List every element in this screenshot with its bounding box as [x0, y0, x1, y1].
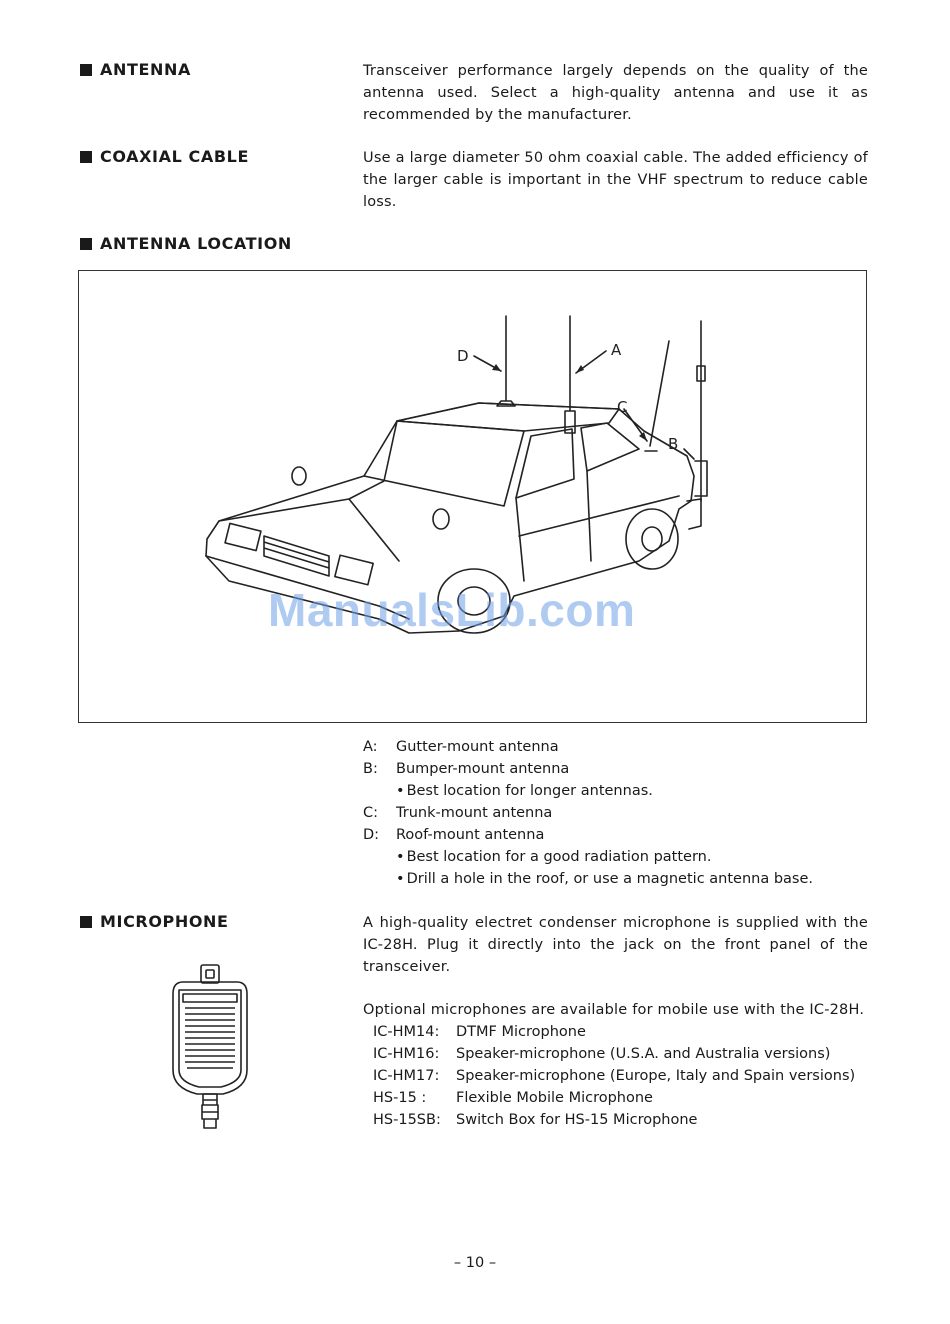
car-body: [205, 402, 695, 634]
legend-row: B: Bumper-mount antenna: [363, 758, 813, 780]
list-item: HS-15 : Flexible Mobile Microphone: [373, 1087, 855, 1109]
mic-ptt-bar: [182, 993, 238, 1003]
mic-description: Switch Box for HS-15 Microphone: [456, 1112, 698, 1128]
mic-description: DTMF Microphone: [456, 1024, 586, 1040]
car-mirror-right: [432, 508, 450, 530]
car-door-lines: [515, 470, 680, 582]
square-bullet-icon: [80, 237, 92, 250]
coaxial-paragraph: Use a large diameter 50 ohm coaxial cabl…: [363, 150, 868, 210]
legend-row: D: Roof-mount antenna: [363, 824, 813, 846]
legend-key: B:: [363, 761, 378, 777]
car-rear-bumper: [686, 498, 702, 530]
square-bullet-icon: [80, 150, 92, 163]
car-side-window-rear: [580, 422, 640, 472]
optional-mic-list: IC-HM14: DTMF Microphone IC-HM16: Speaker-…: [373, 1021, 855, 1131]
car-side-window-front: [515, 428, 575, 499]
car-headlight-right: [334, 554, 374, 586]
optional-mics-intro: Optional microphones are available for m…: [363, 1002, 865, 1018]
car-front-wheel-hub: [457, 586, 491, 616]
heading-coaxial-cable: COAXIAL CABLE: [80, 147, 249, 166]
car-hood: [218, 475, 400, 562]
figure-label-c: C: [617, 398, 627, 416]
watermark-text: ManualsLib.com: [268, 584, 636, 636]
page-number: – 10 –: [453, 1255, 497, 1271]
heading-location-text: ANTENNA LOCATION: [100, 234, 292, 253]
heading-antenna-location: ANTENNA LOCATION: [80, 234, 292, 253]
mic-hanger: [200, 964, 220, 984]
car-antenna-illustration: D A C B: [205, 315, 708, 634]
heading-antenna-text: ANTENNA: [100, 60, 191, 79]
mic-cord-strain-relief: [201, 1093, 219, 1129]
mic-description: Speaker-microphone (Europe, Italy and Sp…: [456, 1068, 856, 1084]
list-item: IC-HM17: Speaker-microphone (Europe, Ital…: [373, 1065, 855, 1087]
car-mirror-left: [291, 466, 307, 486]
mic-model: HS-15SB:: [373, 1112, 441, 1128]
legend-key: A:: [363, 739, 378, 755]
antenna-c-trunk: [644, 340, 670, 452]
figure-label-b: B: [668, 435, 678, 453]
mic-model: HS-15 :: [373, 1090, 427, 1106]
mic-model: IC-HM14:: [373, 1024, 440, 1040]
figure-label-d: D: [457, 347, 469, 365]
mic-body: [172, 981, 248, 1095]
car-front-bumper: [205, 555, 410, 620]
legend-bullet: Drill a hole in the roof, or use a magne…: [363, 868, 813, 890]
mic-grille: [185, 1007, 235, 1069]
list-item: HS-15SB: Switch Box for HS-15 Microphone: [373, 1109, 855, 1131]
antenna-a-gutter: [564, 315, 576, 434]
antenna-legend: A: Gutter-mount antenna B: Bumper-mount an…: [363, 736, 813, 890]
mic-model: IC-HM16:: [373, 1046, 440, 1062]
legend-text: Gutter-mount antenna: [396, 739, 559, 755]
square-bullet-icon: [80, 915, 92, 928]
antenna-location-figure: D A C B: [78, 270, 867, 723]
antenna-paragraph: Transceiver performance largely depends …: [363, 63, 868, 123]
legend-text: Roof-mount antenna: [396, 827, 545, 843]
legend-bullet: Best location for a good radiation patte…: [363, 846, 813, 868]
square-bullet-icon: [80, 63, 92, 76]
car-headlight-left: [224, 522, 262, 552]
legend-text: Bumper-mount antenna: [396, 761, 570, 777]
car-grille: [263, 535, 330, 577]
arrow-b: [683, 448, 695, 460]
legend-key: C:: [363, 805, 379, 821]
car-front-wheel: [437, 568, 511, 634]
heading-coaxial-text: COAXIAL CABLE: [100, 147, 249, 166]
microphone-illustration: [172, 964, 248, 1129]
list-item: IC-HM16: Speaker-microphone (U.S.A. and A…: [373, 1043, 855, 1065]
mic-description: Flexible Mobile Microphone: [456, 1090, 653, 1106]
car-rear-wheel-hub: [641, 526, 663, 552]
microphone-paragraph: A high-quality electret condenser microp…: [363, 915, 868, 975]
antenna-b-bumper: [694, 320, 708, 502]
mic-description: Speaker-microphone (U.S.A. and Australia…: [456, 1046, 831, 1062]
heading-microphone: MICROPHONE: [80, 912, 229, 931]
antenna-d-roof: [496, 315, 516, 407]
car-rear-wheel: [625, 508, 679, 570]
legend-bullet: Best location for longer antennas.: [363, 780, 813, 802]
car-windshield: [363, 420, 525, 507]
legend-text: Trunk-mount antenna: [396, 805, 553, 821]
figure-label-a: A: [611, 341, 622, 359]
list-item: IC-HM14: DTMF Microphone: [373, 1021, 855, 1043]
heading-microphone-text: MICROPHONE: [100, 912, 229, 931]
heading-antenna: ANTENNA: [80, 60, 191, 79]
mic-model: IC-HM17:: [373, 1068, 440, 1084]
legend-row: C: Trunk-mount antenna: [363, 802, 813, 824]
legend-row: A: Gutter-mount antenna: [363, 736, 813, 758]
legend-key: D:: [363, 827, 380, 843]
